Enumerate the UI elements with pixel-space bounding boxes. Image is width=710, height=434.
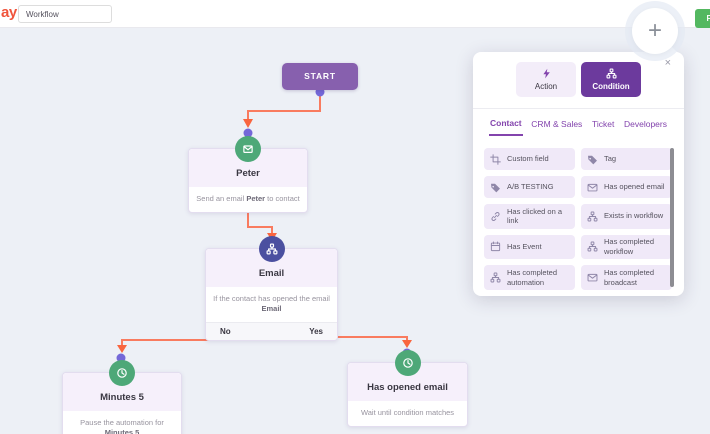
connector-dot[interactable] xyxy=(243,128,253,138)
tile-label: Has completed workflow xyxy=(604,237,655,256)
condition-icon xyxy=(258,236,285,262)
tile-has-opened-email[interactable]: Has opened email xyxy=(581,176,672,198)
tag-icon xyxy=(588,155,597,164)
tile-label: Has completed broadcast xyxy=(604,267,655,287)
close-icon[interactable]: × xyxy=(664,57,671,69)
desc-text: Pause the automation for xyxy=(80,418,164,427)
condition-type-button[interactable]: Condition xyxy=(581,62,641,97)
tile-has-completed-workflow[interactable]: Has completed workflow xyxy=(581,234,672,260)
tile-label: A/B TESTING xyxy=(507,182,554,192)
node-wait-condition[interactable]: Has opened email Wait until condition ma… xyxy=(347,350,468,428)
node-description: Wait until condition matches xyxy=(348,401,467,426)
desc-text: Send an email xyxy=(196,194,247,203)
tile-ab-testing[interactable]: A/B TESTING xyxy=(484,176,575,198)
tile-label: Has clicked on a link xyxy=(507,206,563,226)
branch-row: No Yes xyxy=(206,322,337,341)
envelope-icon xyxy=(587,183,598,191)
node-description: Send an email Peter to contact xyxy=(189,187,307,212)
node-title: Has opened email xyxy=(367,382,448,393)
tab-developers[interactable]: Developers xyxy=(623,118,668,136)
clock-icon xyxy=(109,360,135,386)
tile-has-completed-broadcast[interactable]: Has completed broadcast xyxy=(581,265,672,290)
panel-scrollbar[interactable] xyxy=(670,148,674,287)
add-node-button[interactable]: + xyxy=(632,8,678,54)
tab-contact[interactable]: Contact xyxy=(489,118,523,136)
tile-label: Exists in workflow xyxy=(604,211,664,221)
calendar-icon xyxy=(490,242,501,252)
lightning-icon xyxy=(542,68,550,79)
tag-icon xyxy=(491,183,500,192)
wire-peter-email xyxy=(247,208,273,233)
tile-custom-field[interactable]: Custom field xyxy=(484,148,575,170)
envelope-icon xyxy=(587,274,598,282)
arrow-down-icon xyxy=(402,340,412,348)
wire-start-peter xyxy=(247,92,321,119)
branch-no-label[interactable]: No xyxy=(220,327,231,337)
desc-text: If the contact has opened the email xyxy=(213,294,330,303)
link-icon xyxy=(491,211,500,221)
sitemap-icon xyxy=(605,68,617,79)
node-description: Pause the automation for Minutes 5 xyxy=(63,411,181,434)
category-tabs: Contact CRM & Sales Ticket Developers xyxy=(473,109,684,136)
node-peter-email[interactable]: Peter Send an email Peter to contact xyxy=(188,136,308,214)
tile-exists-in-workflow[interactable]: Exists in workflow xyxy=(581,204,672,229)
node-title: Email xyxy=(258,268,285,279)
arrow-down-icon xyxy=(117,345,127,353)
tile-label: Has opened email xyxy=(604,182,665,192)
tile-has-completed-automation[interactable]: Has completed automation xyxy=(484,265,575,290)
desc-text: to contact xyxy=(265,194,300,203)
clock-icon xyxy=(394,350,421,376)
node-title: Peter xyxy=(236,168,260,179)
app-logo: ay xyxy=(1,4,17,21)
publish-button[interactable]: Publish xyxy=(695,9,710,28)
sitemap-icon xyxy=(587,242,598,252)
node-minutes-delay[interactable]: Minutes 5 Pause the automation for Minut… xyxy=(62,360,182,434)
tab-ticket[interactable]: Ticket xyxy=(591,118,615,136)
step-type-row: Action Condition xyxy=(473,52,684,97)
node-description: If the contact has opened the email Emai… xyxy=(206,287,337,322)
node-email-condition[interactable]: Email If the contact has opened the emai… xyxy=(205,236,338,342)
workflow-name-input[interactable] xyxy=(18,5,112,23)
desc-bold: Peter xyxy=(246,194,266,203)
desc-text: Wait until condition matches xyxy=(360,408,455,417)
action-type-label: Action xyxy=(534,82,558,91)
tile-label: Has Event xyxy=(507,242,542,252)
tile-has-clicked-link[interactable]: Has clicked on a link xyxy=(484,204,575,229)
tile-has-event[interactable]: Has Event xyxy=(484,234,575,260)
desc-bold: Minutes 5 xyxy=(104,428,140,434)
top-bar: ay Publish xyxy=(0,0,710,28)
branch-yes-label[interactable]: Yes xyxy=(309,327,323,337)
node-title: Minutes 5 xyxy=(100,392,144,403)
condition-tile-grid: Custom field Tag A/B TESTING Has opened … xyxy=(484,148,672,290)
tile-label: Custom field xyxy=(507,154,549,164)
arrow-down-icon xyxy=(243,119,253,128)
desc-bold: Email xyxy=(261,304,282,314)
tile-tag[interactable]: Tag xyxy=(581,148,672,170)
crop-icon xyxy=(490,153,501,165)
tile-label: Has completed automation xyxy=(507,267,558,287)
condition-type-label: Condition xyxy=(592,82,630,91)
panel-divider xyxy=(473,108,684,109)
add-step-panel: × Action Condition Contact CRM & Sales T… xyxy=(473,44,684,296)
email-icon xyxy=(235,136,261,162)
tab-crm-sales[interactable]: CRM & Sales xyxy=(530,118,583,136)
action-type-button[interactable]: Action xyxy=(516,62,576,97)
sitemap-icon xyxy=(587,211,598,222)
start-node[interactable]: START xyxy=(282,63,358,90)
tile-label: Tag xyxy=(604,154,617,164)
sitemap-icon xyxy=(490,272,501,283)
